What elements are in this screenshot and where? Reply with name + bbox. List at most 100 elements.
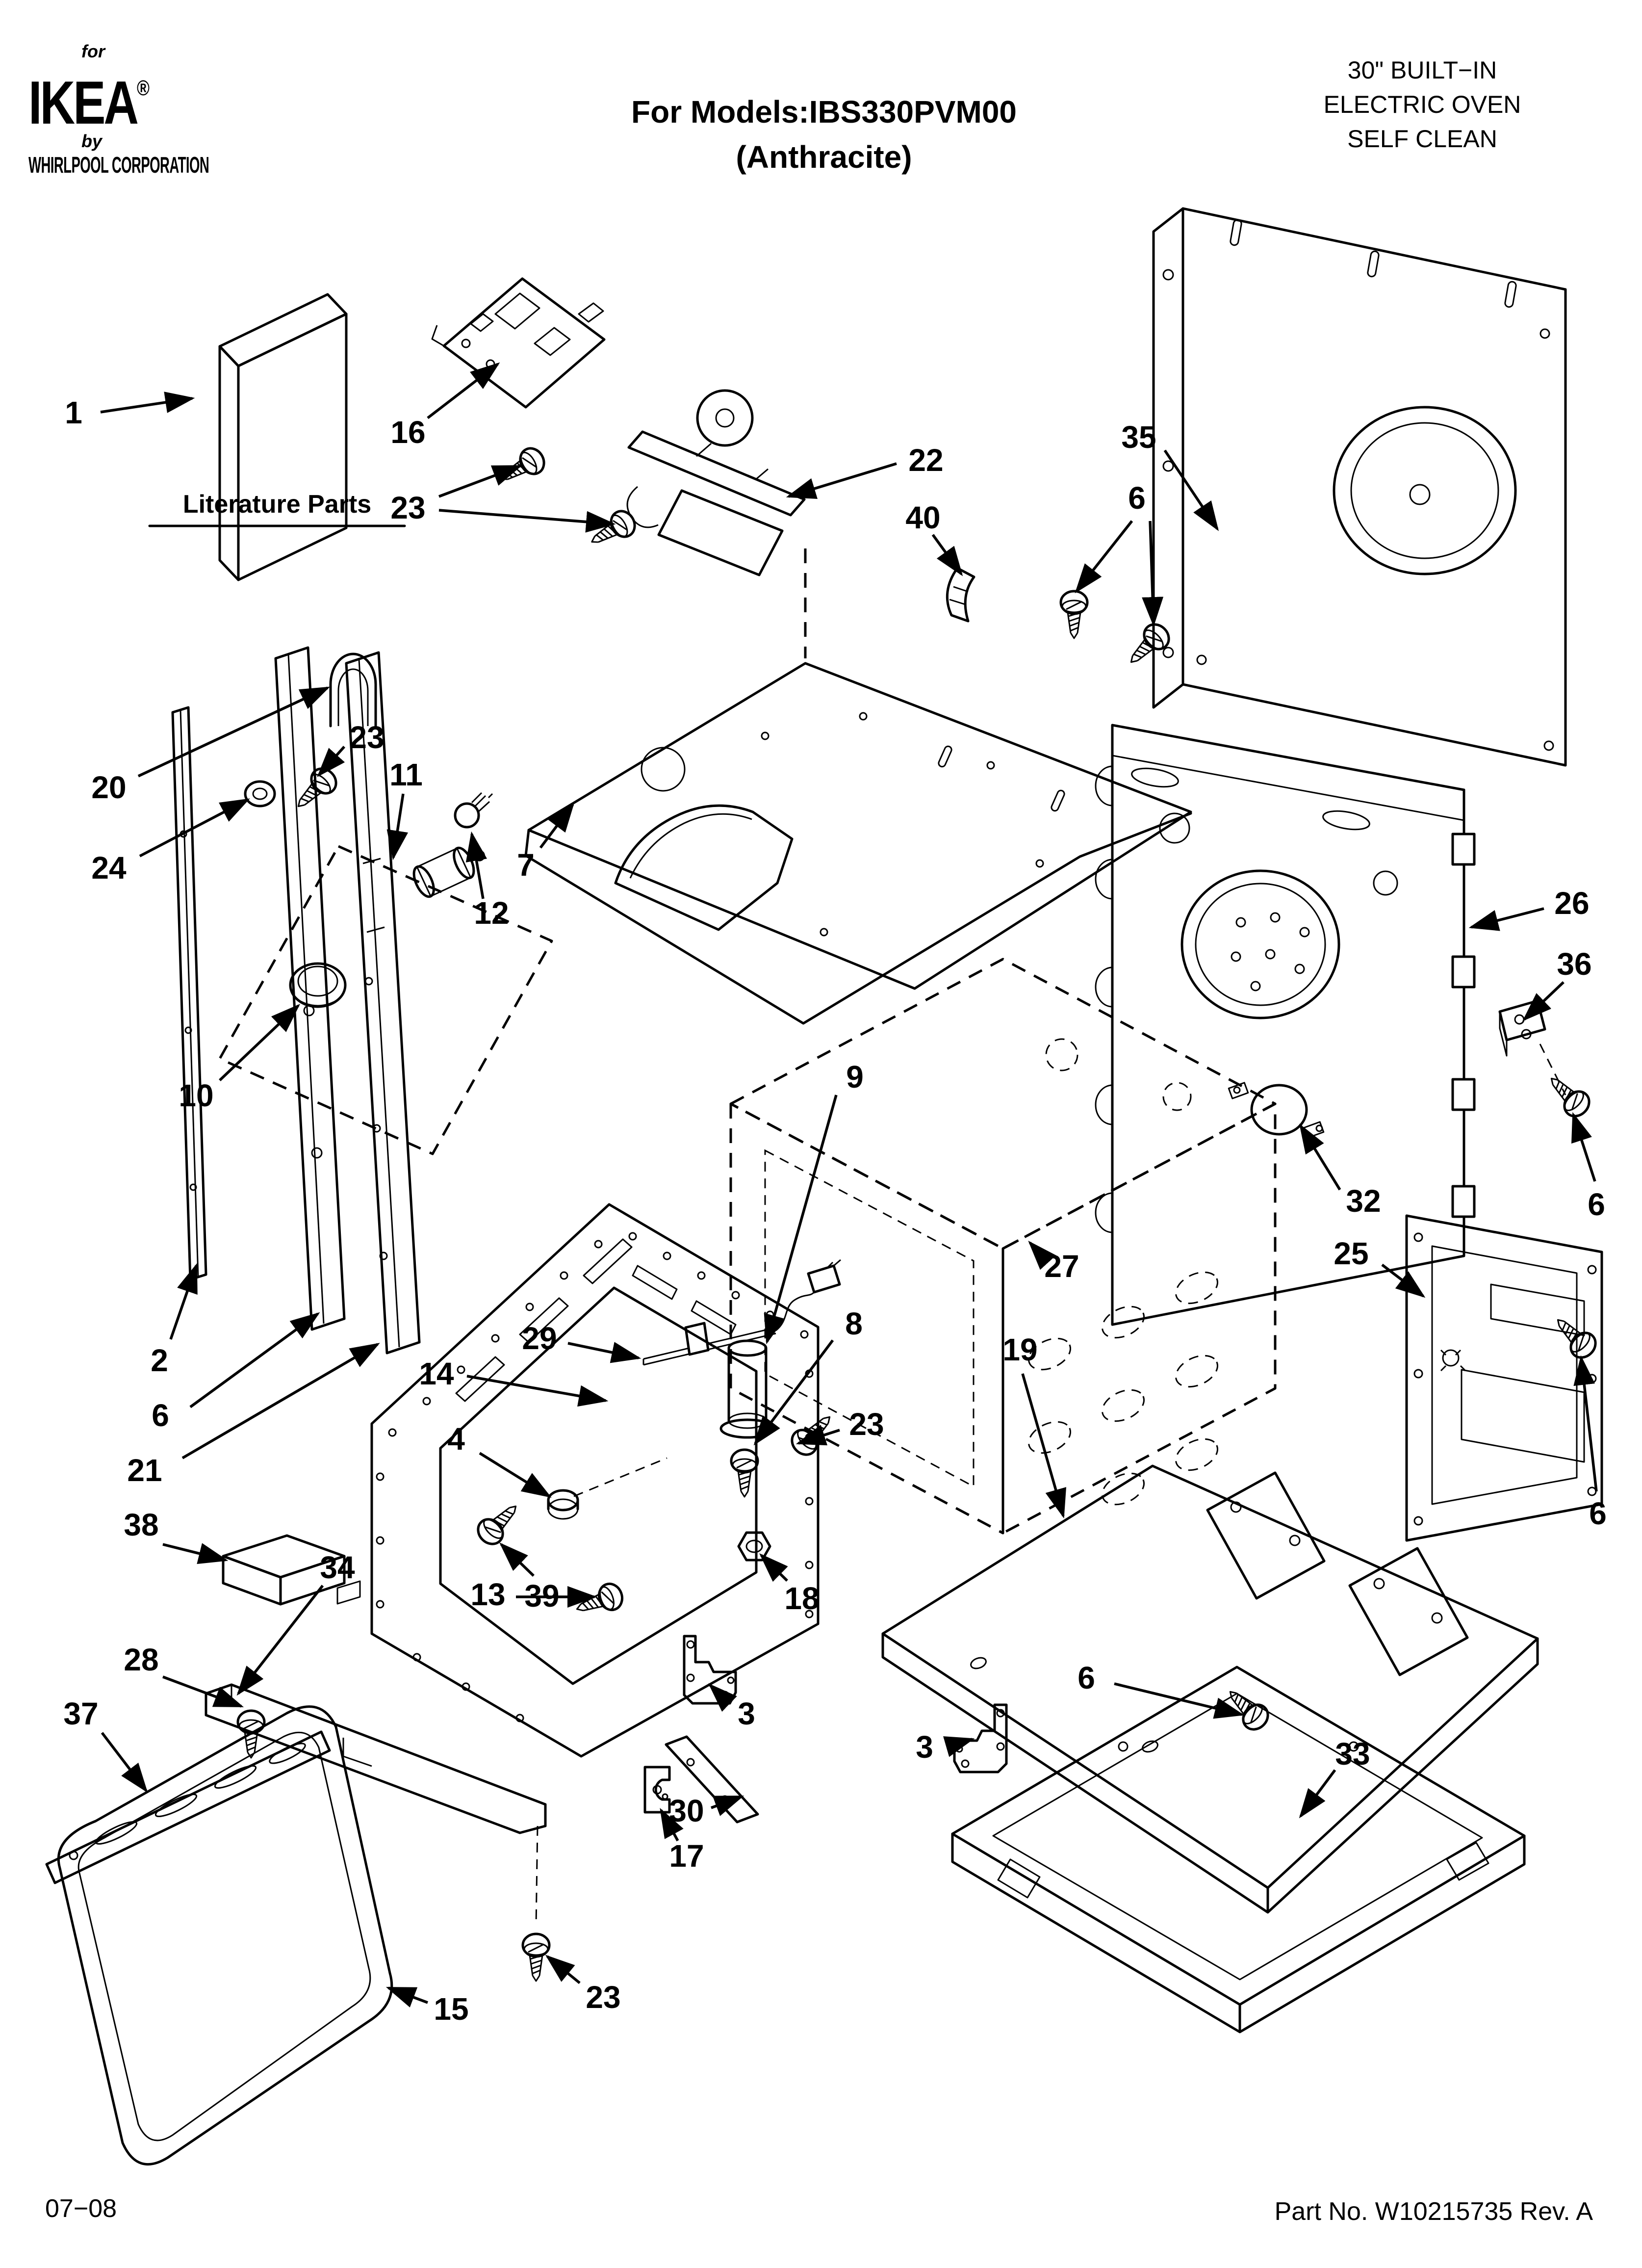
part-callout-8: 8	[845, 1306, 863, 1341]
part-callout-11: 11	[389, 757, 423, 792]
date-code: 07−08	[45, 2194, 117, 2223]
part-callout-3: 3	[738, 1696, 755, 1731]
part-callout-13: 13	[470, 1577, 505, 1612]
model-title: For Models:IBS330PVM00 (Anthracite)	[616, 89, 1032, 180]
leader-arrow	[1021, 1373, 1067, 1519]
leader-arrow	[1028, 1240, 1056, 1270]
part-callout-10: 10	[179, 1078, 213, 1113]
part-number: Part No. W10215735 Rev. A	[1274, 2197, 1593, 2226]
part-callout-19: 19	[1002, 1332, 1037, 1367]
keeper-clip	[643, 1766, 671, 1814]
vent-trim	[45, 1730, 331, 1884]
leader-arrow	[711, 1795, 744, 1816]
logo-brand-text: IKEA®	[28, 69, 150, 137]
part-callout-27: 27	[1044, 1249, 1079, 1284]
leader-arrow	[567, 1342, 641, 1363]
leader-arrow	[465, 831, 487, 899]
part-callout-23: 23	[586, 1980, 620, 2015]
part-callout-12: 12	[474, 895, 509, 931]
leader-arrow	[317, 746, 346, 778]
leader-arrow	[753, 1339, 834, 1446]
literature-book	[218, 293, 348, 581]
part-callout-6: 6	[152, 1398, 169, 1433]
logo-for-text: for	[81, 41, 105, 61]
front-frame	[370, 1203, 820, 1758]
leader-arrow	[1142, 521, 1164, 627]
leader-arrow	[236, 1585, 324, 1696]
leader-arrow	[943, 1736, 975, 1757]
product-line-2: ELECTRIC OVEN	[1323, 91, 1521, 118]
part-callout-4: 4	[447, 1421, 465, 1457]
leader-arrow	[169, 1263, 198, 1340]
part-callout-18: 18	[784, 1581, 819, 1616]
grommet	[244, 780, 276, 808]
part-callout-16: 16	[390, 415, 425, 450]
leader-dashed	[535, 1825, 539, 1926]
part-callout-6: 6	[1588, 1187, 1605, 1222]
logo-by-text: by	[81, 131, 103, 151]
part-callout-20: 20	[91, 770, 126, 805]
model-line: For Models:IBS330PVM00	[631, 94, 1017, 130]
leader-arrow	[660, 1808, 684, 1842]
part-callout-6: 6	[1128, 480, 1146, 516]
product-line-3: SELF CLEAN	[1347, 125, 1497, 153]
oven-cavity	[729, 958, 1277, 1535]
light-socket	[454, 792, 493, 829]
part-callout-24: 24	[91, 850, 127, 886]
door-latch-assembly	[626, 389, 806, 576]
leader-arrow	[795, 1425, 840, 1446]
insulation-retainer-panel	[881, 1464, 1539, 1914]
part-callout-36: 36	[1557, 946, 1591, 982]
control-panel-dashed-region	[218, 845, 553, 1155]
leader-arrow	[1163, 449, 1219, 531]
leader-arrow	[438, 465, 523, 498]
oven-sensor	[642, 1259, 841, 1366]
part-callout-17: 17	[669, 1838, 704, 1874]
spark-module	[222, 1534, 361, 1606]
part-callout-34: 34	[320, 1550, 355, 1585]
thermostat	[1228, 1082, 1325, 1139]
part-callout-32: 32	[1346, 1183, 1381, 1219]
leader-arrow	[427, 362, 500, 419]
leader-arrow	[759, 1553, 788, 1582]
leader-arrow	[786, 462, 897, 499]
part-callout-1: 1	[65, 395, 82, 430]
part-callout-29: 29	[522, 1321, 557, 1356]
part-callout-6: 6	[1078, 1660, 1095, 1695]
part-callout-23: 23	[349, 720, 384, 755]
rear-cavity-panel	[1095, 724, 1476, 1326]
part-callout-14: 14	[419, 1356, 454, 1391]
leader-arrow	[219, 1004, 300, 1081]
callout-layer: 1162322403562024231171210262138144391329…	[63, 362, 1607, 2027]
brand-logo: for IKEA® by WHIRLPOOL CORPORATION	[28, 42, 372, 177]
part-callout-23: 23	[390, 490, 425, 525]
leader-arrow	[931, 534, 963, 576]
leader-arrow	[162, 1675, 244, 1708]
part-callout-35: 35	[1121, 419, 1156, 455]
registered-mark-icon: ®	[137, 76, 150, 100]
leader-arrow	[1571, 1112, 1596, 1182]
leader-arrow	[1468, 907, 1544, 931]
part-callout-23: 23	[849, 1407, 884, 1442]
part-callout-21: 21	[127, 1453, 162, 1488]
finish-line: (Anthracite)	[736, 139, 912, 175]
leader-arrow	[1299, 1123, 1341, 1191]
terminal-clip	[1498, 999, 1566, 1095]
part-callout-7: 7	[517, 847, 535, 883]
control-board	[431, 277, 606, 409]
leader-arrow	[1075, 520, 1133, 594]
leader-arrow	[386, 793, 409, 860]
leader-arrow	[1381, 1263, 1426, 1298]
rear-upper-panel	[1152, 207, 1567, 767]
part-callout-37: 37	[63, 1696, 98, 1731]
part-callout-38: 38	[124, 1507, 158, 1542]
retainer-clip	[946, 567, 975, 623]
spacer	[547, 1489, 579, 1520]
leader-arrow	[1114, 1682, 1245, 1719]
leader-arrow	[1299, 1769, 1336, 1819]
leader-arrow	[708, 1683, 737, 1712]
part-callout-33: 33	[1335, 1736, 1370, 1772]
part-callout-9: 9	[846, 1059, 864, 1095]
leader-arrow	[1573, 1355, 1598, 1492]
leader-arrow	[139, 798, 250, 858]
